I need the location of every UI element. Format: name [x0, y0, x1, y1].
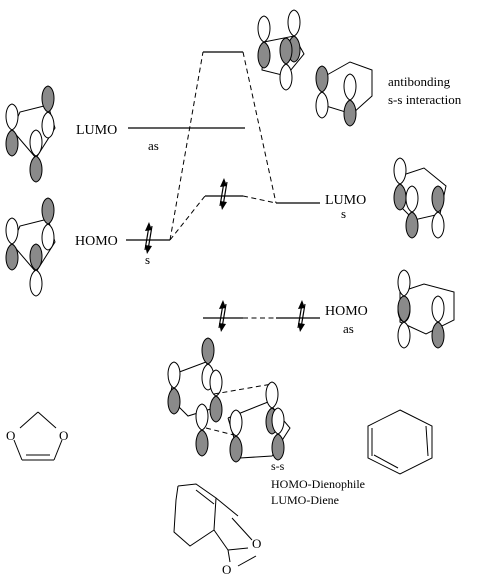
correlation-line-bonding-lumo — [242, 195, 277, 204]
cyclohexadiene-structure — [367, 409, 433, 475]
dienophile-lumo-symmetry: as — [148, 138, 159, 153]
adduct-o1: O — [252, 536, 261, 551]
electron-pair-homo-right — [297, 300, 306, 332]
dienophile-homo-label: HOMO — [75, 234, 118, 249]
diene-lumo-orbital — [393, 157, 447, 239]
adduct-o2: O — [222, 562, 231, 577]
antibonding-label-line1: antibonding — [388, 74, 451, 89]
correlation-line-homo-bonding — [169, 195, 206, 241]
ts-caption-line1: s-s — [271, 459, 285, 473]
ts-caption-line2: HOMO-Dienophile — [271, 477, 365, 491]
diene-homo-orbital — [397, 269, 455, 349]
dienophile-homo-orbital — [5, 197, 56, 297]
electron-pair-homo-dienophile — [144, 222, 153, 254]
dienophile-lumo-orbital — [5, 85, 56, 183]
ts-caption-line3: LUMO-Diene — [271, 493, 339, 507]
diene-homo-symmetry: as — [343, 321, 354, 336]
dioxole-o2: O — [59, 428, 68, 443]
dioxole-structure: O O — [6, 411, 68, 461]
electron-pair-homo-left — [218, 300, 227, 332]
dienophile-lumo-label: LUMO — [76, 123, 117, 138]
diene-lumo-symmetry: s — [341, 206, 346, 221]
electron-pair-bonding — [219, 178, 228, 210]
ts-overlap-orbital — [167, 337, 291, 463]
antibonding-orbital-picture — [257, 9, 373, 127]
dioxole-o1: O — [6, 428, 15, 443]
dienophile-homo-symmetry: s — [145, 252, 150, 267]
correlation-line-antibonding-lumo — [242, 51, 277, 204]
diene-lumo-label: LUMO — [325, 193, 366, 208]
diene-homo-label: HOMO — [325, 304, 368, 319]
antibonding-label-line2: s-s interaction — [388, 92, 462, 107]
correlation-line-homo-antibonding — [169, 51, 204, 241]
adduct-structure: O O — [173, 483, 261, 577]
